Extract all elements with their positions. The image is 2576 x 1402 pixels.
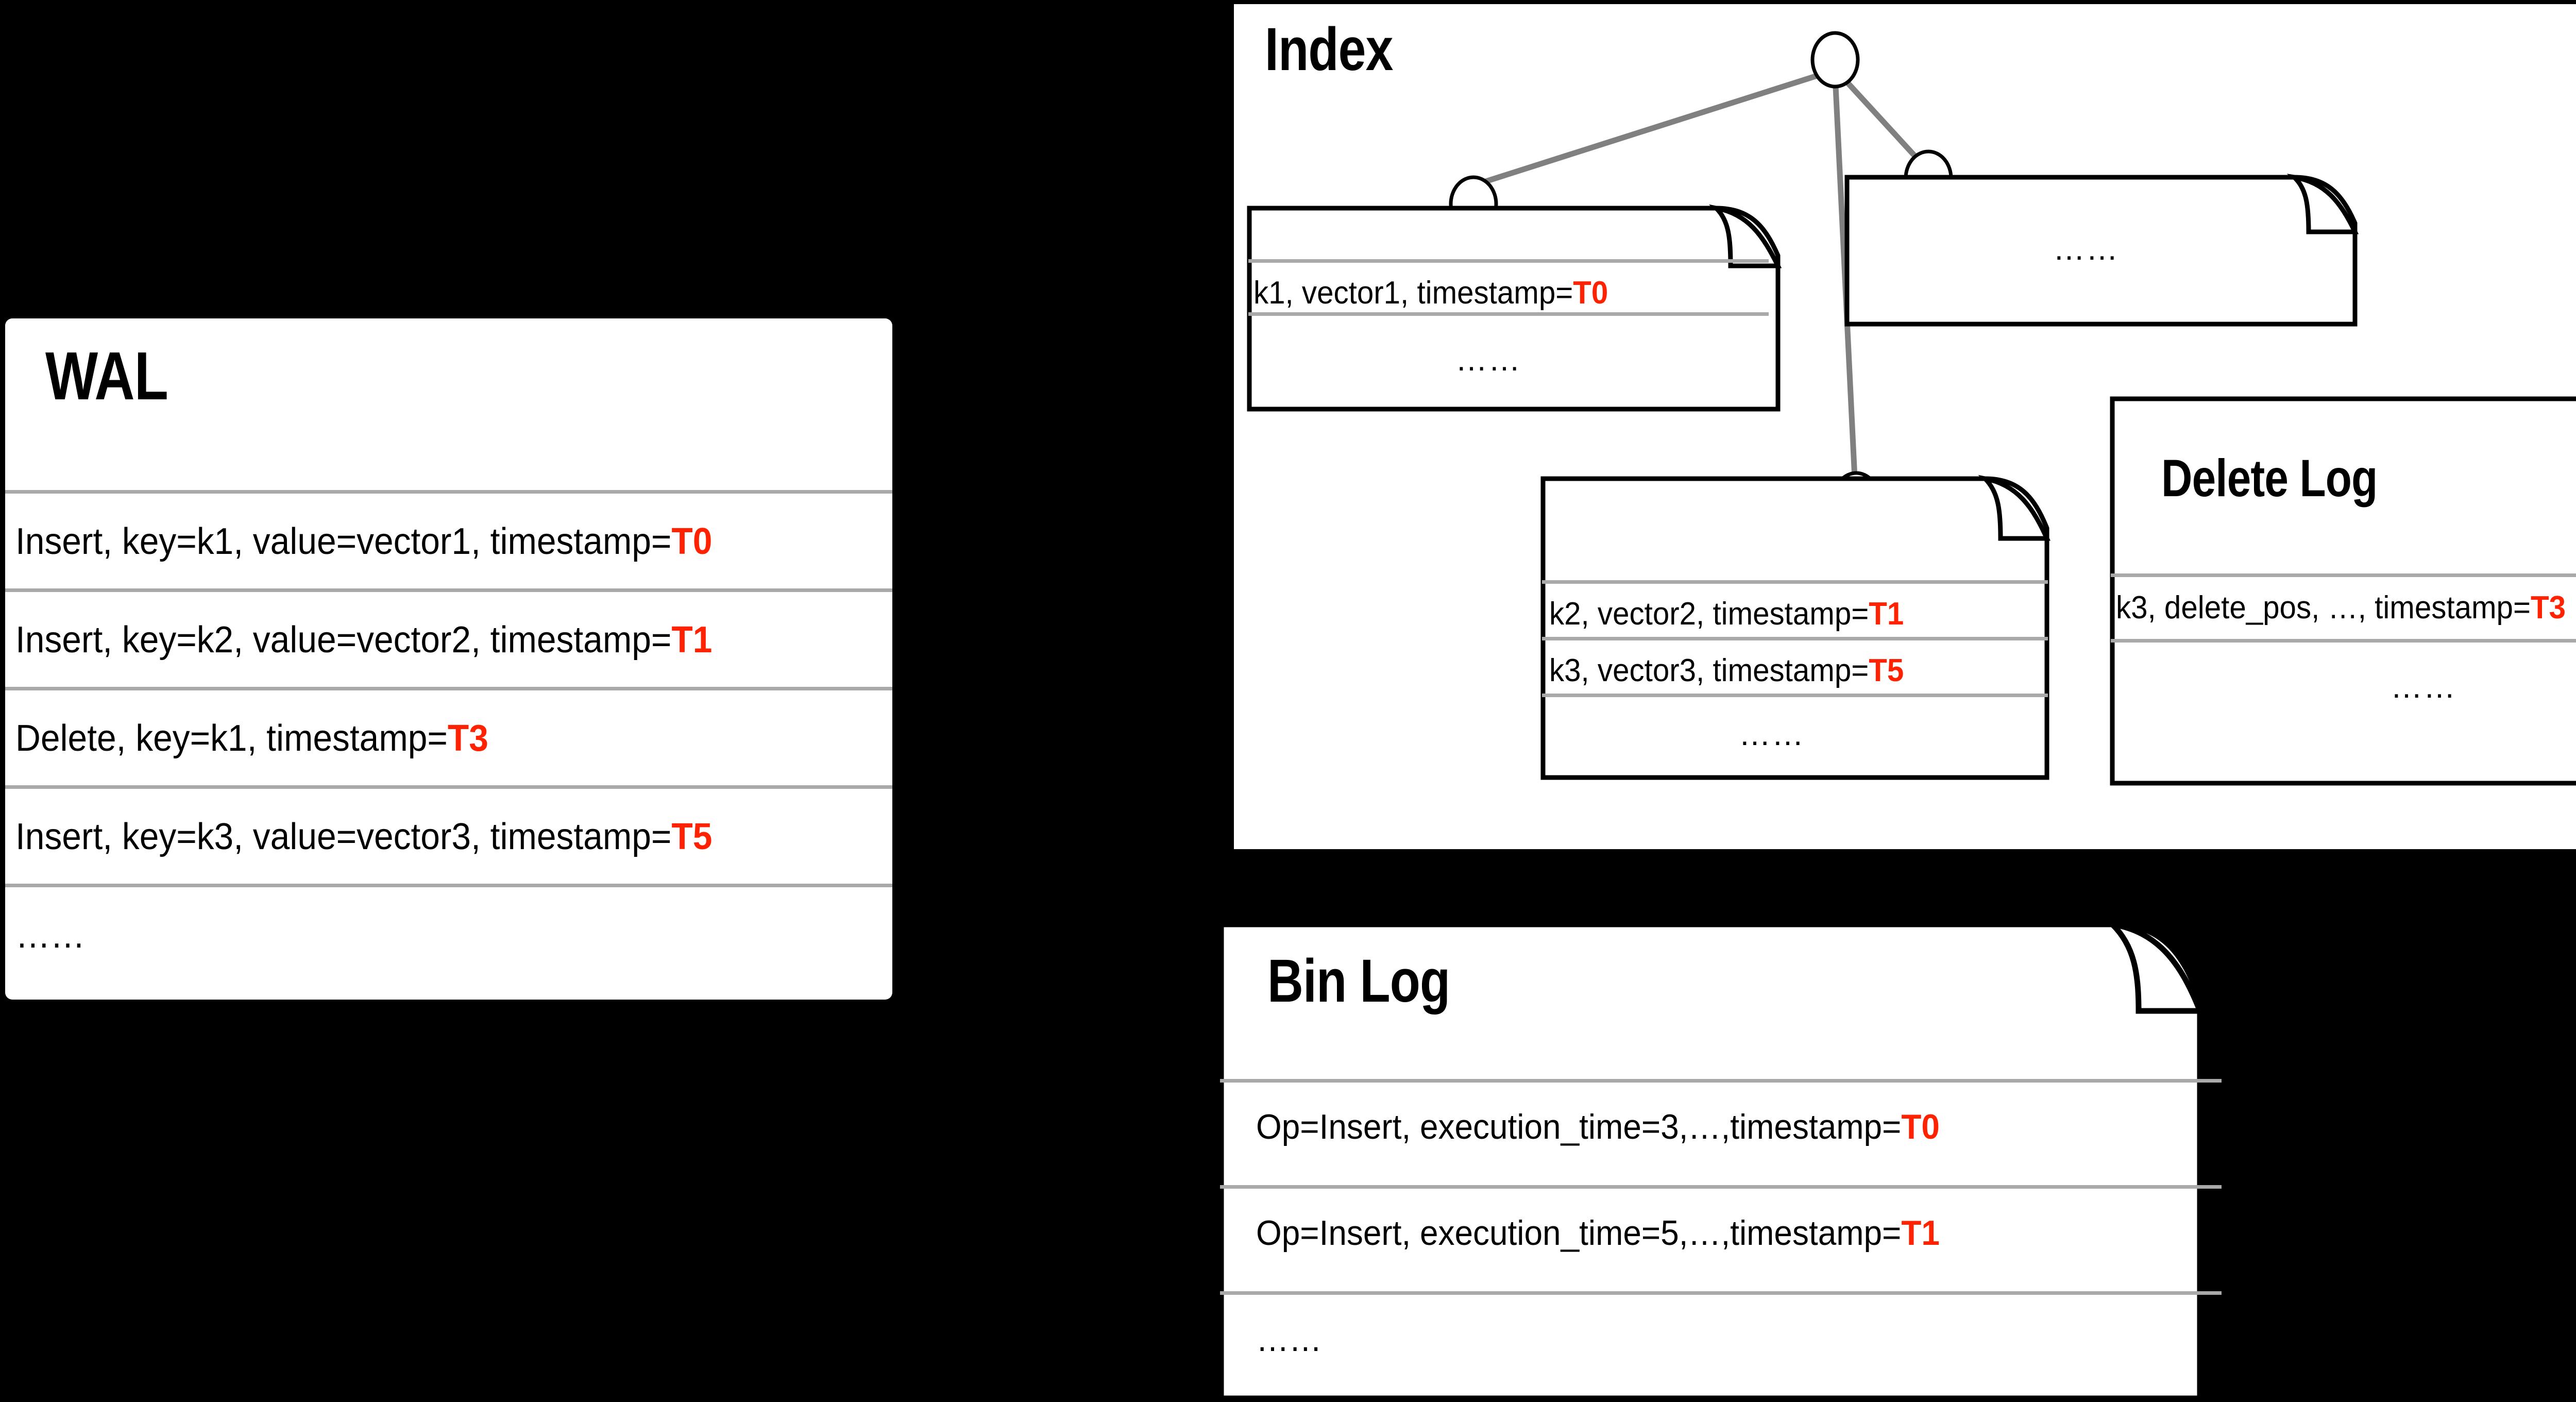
wal-row-timestamp: T5: [671, 816, 713, 857]
bin-log-separator: [1220, 1291, 2222, 1295]
wal-row: Insert, key=k2, value=vector2, timestamp…: [15, 619, 712, 661]
index-leaf-k2k3-separator: [1542, 694, 2048, 697]
delete-log-document: [2110, 396, 2576, 786]
index-leaf-k1-ellipsis: ……: [1455, 342, 1521, 378]
index-leaf-k1-row-timestamp: T0: [1573, 275, 1608, 311]
delete-log-row-timestamp: T3: [2530, 590, 2566, 626]
index-panel: Index: [1234, 4, 2576, 849]
delete-log-row-text: k3, delete_pos, …, timestamp=: [2116, 590, 2531, 626]
index-leaf-k2k3-ellipsis: ……: [1739, 717, 1805, 752]
delete-log-title: Delete Log: [2161, 449, 2378, 508]
delete-log-row: k3, delete_pos, …, timestamp=T3: [2116, 589, 2566, 626]
bin-log-row-timestamp: T1: [1901, 1213, 1940, 1253]
bin-log-title: Bin Log: [1267, 947, 1450, 1015]
index-leaf-k1-separator: [1248, 259, 1769, 263]
wal-separator: [5, 687, 892, 690]
index-leaf-k2k3-separator: [1542, 637, 2048, 640]
bin-log-row-text: Op=Insert, execution_time=5,…,timestamp=: [1256, 1213, 1902, 1253]
delete-log-separator: [2111, 573, 2576, 577]
index-leaf-k2k3-row-timestamp: T5: [1869, 653, 1904, 688]
delete-log-separator: [2111, 639, 2576, 643]
wal-row-timestamp: T0: [671, 521, 713, 562]
wal-row: Insert, key=k1, value=vector1, timestamp…: [15, 520, 712, 563]
wal-panel: WAL Insert, key=k1, value=vector1, times…: [5, 318, 892, 1000]
wal-separator: [5, 588, 892, 592]
wal-row: Insert, key=k3, value=vector3, timestamp…: [15, 816, 712, 858]
wal-row-text: Insert, key=k2, value=vector2, timestamp…: [15, 619, 672, 661]
wal-row: ……: [15, 914, 85, 956]
wal-row-text: Insert, key=k3, value=vector3, timestamp…: [15, 816, 672, 857]
bin-log-separator: [1220, 1185, 2222, 1189]
wal-row-timestamp: T3: [447, 718, 488, 759]
index-leaf-k2k3-document: [1540, 475, 2056, 780]
index-leaf-k1-row-text: k1, vector1, timestamp=: [1253, 275, 1573, 311]
wal-separator: [5, 490, 892, 494]
wal-separator: [5, 785, 892, 789]
wal-title: WAL: [45, 338, 168, 414]
index-leaf-k2k3-row-text: k2, vector2, timestamp=: [1549, 596, 1869, 632]
index-leaf-right-document: [1844, 174, 2360, 327]
delete-log-ellipsis: ……: [2391, 669, 2456, 705]
bin-log-document: [1218, 920, 2223, 1401]
index-leaf-k1-row: k1, vector1, timestamp=T0: [1253, 275, 1608, 311]
wal-separator: [5, 884, 892, 887]
bin-log-separator: [1220, 1079, 2222, 1083]
index-leaf-k2k3-row-text: k3, vector3, timestamp=: [1549, 653, 1869, 688]
bin-log-row-ellipsis: ……: [1256, 1320, 1322, 1359]
wal-row-text: Delete, key=k1, timestamp=: [15, 718, 448, 759]
wal-row: Delete, key=k1, timestamp=T3: [15, 717, 488, 759]
wal-row-ellipsis: ……: [15, 915, 86, 956]
wal-row-timestamp: T1: [671, 619, 713, 661]
index-title: Index: [1265, 15, 1393, 83]
index-leaf-k2k3-separator: [1542, 580, 2048, 584]
bin-log-row: Op=Insert, execution_time=3,…,timestamp=…: [1256, 1107, 1940, 1147]
bin-log-row: ……: [1256, 1319, 1322, 1359]
index-leaf-k1-separator: [1248, 312, 1769, 316]
index-leaf-k1-document: [1247, 204, 1783, 412]
bin-log-row-timestamp: T0: [1901, 1107, 1940, 1146]
index-leaf-k2k3-row-timestamp: T1: [1869, 596, 1904, 632]
bin-log-row-text: Op=Insert, execution_time=3,…,timestamp=: [1256, 1107, 1902, 1146]
index-leaf-right-ellipsis: ……: [2053, 231, 2119, 267]
bin-log-row: Op=Insert, execution_time=5,…,timestamp=…: [1256, 1213, 1940, 1253]
index-leaf-k2k3-row: k3, vector3, timestamp=T5: [1549, 652, 1904, 689]
wal-row-text: Insert, key=k1, value=vector1, timestamp…: [15, 521, 672, 562]
index-leaf-k2k3-row: k2, vector2, timestamp=T1: [1549, 596, 1904, 632]
